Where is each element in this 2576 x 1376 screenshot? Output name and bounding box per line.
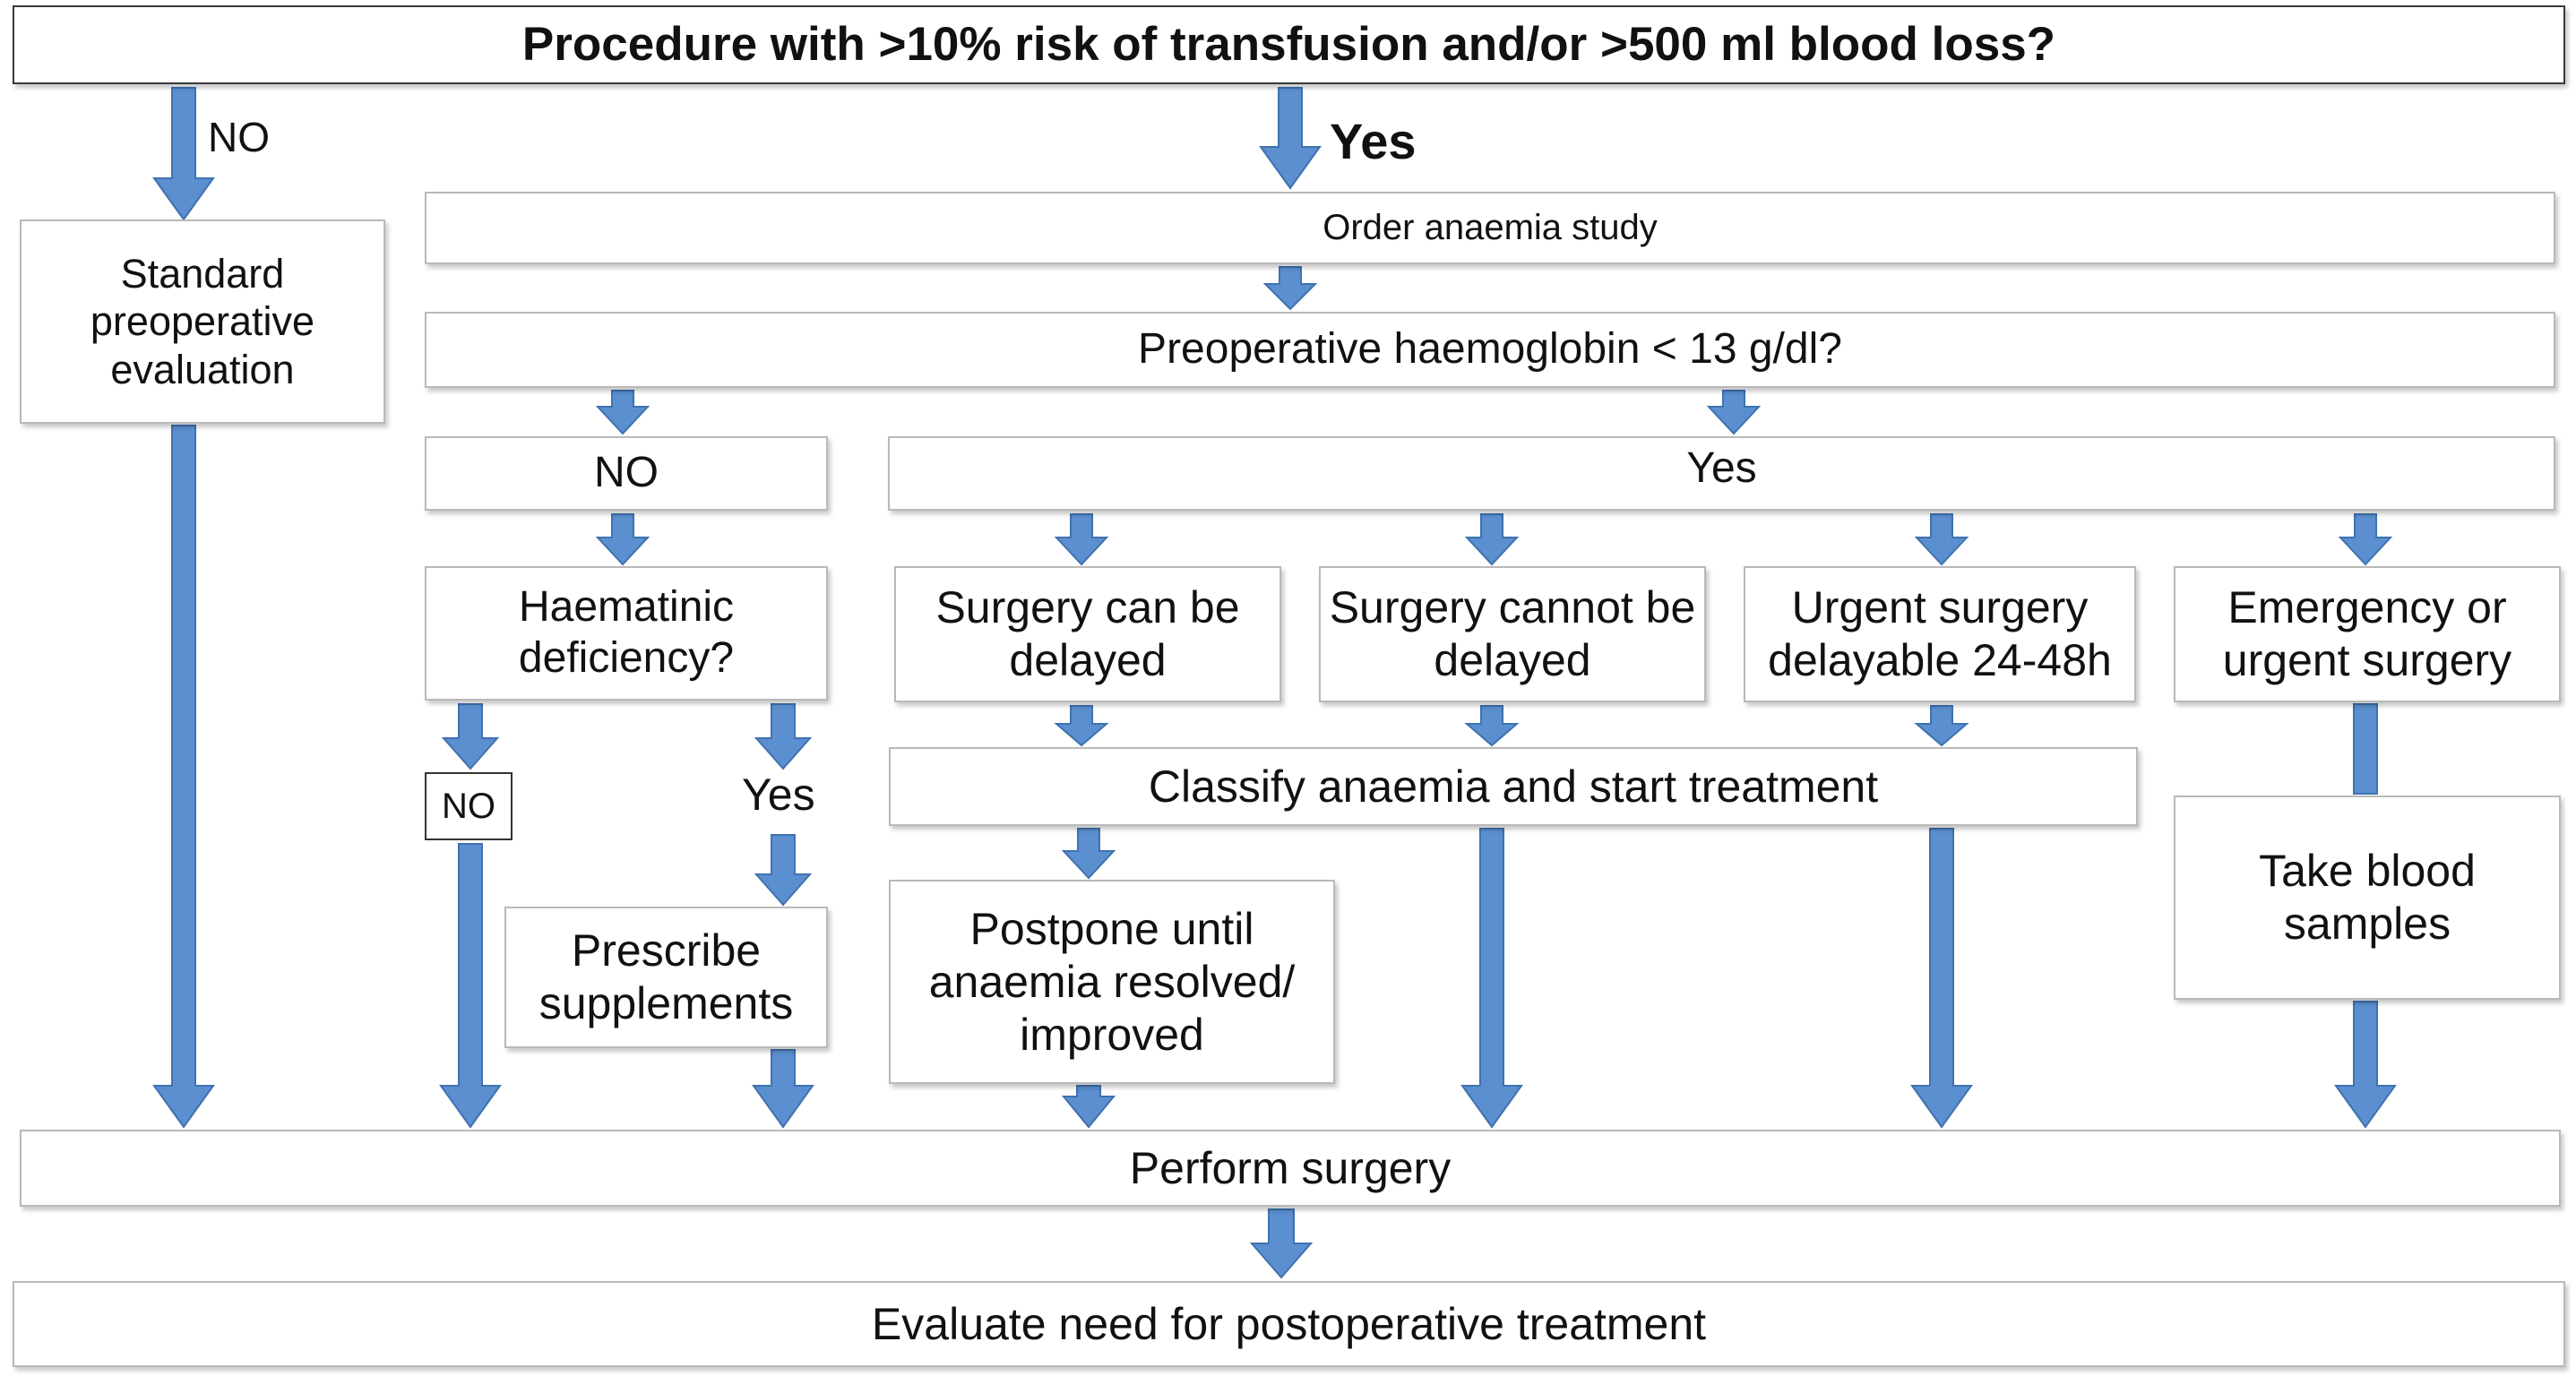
haemoglobin-question-box: Preoperative haemoglobin < 13 g/dl? (425, 312, 2555, 388)
arrow-haematinic-to-yes (754, 703, 813, 770)
arrow-yes-to-supplements (754, 834, 813, 907)
arrow-supplements-to-surgery (752, 1049, 814, 1129)
emergency-surgery-box: Emergency or urgent surgery (2174, 566, 2561, 702)
haematinic-no-box: NO (425, 772, 513, 840)
classify-anaemia-box: Classify anaemia and start treatment (889, 747, 2138, 826)
arrow-yes-to-cannot (1464, 513, 1520, 566)
branch-yes-label: Yes (1330, 113, 1417, 169)
arrow-urgent-to-surgery (1910, 828, 1973, 1129)
arrow-hb-to-no (595, 390, 650, 435)
prescribe-supplements-box: Prescribe supplements (504, 907, 828, 1048)
arrow-order-to-hb (1262, 266, 1318, 311)
haematinic-deficiency-box: Haematinic deficiency? (425, 566, 828, 701)
branch-no-label: NO (208, 114, 270, 160)
arrow-urgent-to-classify (1914, 705, 1969, 747)
arrow-no-to-standard (152, 87, 215, 221)
arrow-delayed-to-classify (1054, 705, 1109, 747)
urgent-surgery-box: Urgent surgery delayable 24-48h (1744, 566, 2136, 702)
haemoglobin-no-box: NO (425, 436, 828, 511)
standard-evaluation-box: Standard preoperative evaluation (20, 219, 385, 424)
arrow-hb-to-yes (1706, 390, 1762, 435)
arrow-yes-to-delayed (1054, 513, 1109, 566)
perform-surgery-box: Perform surgery (20, 1130, 2561, 1207)
arrow-no-to-haematinic (595, 513, 650, 566)
arrow-cannot-to-surgery (1460, 828, 1523, 1129)
arrow-yes-to-emergency (2338, 513, 2393, 566)
surgery-cannot-be-delayed-box: Surgery cannot be delayed (1319, 566, 1706, 702)
haemoglobin-yes-box: Yes (888, 436, 2555, 511)
arrow-yes-to-urgent (1914, 513, 1969, 566)
arrow-postpone-to-surgery (1061, 1085, 1116, 1129)
evaluate-postoperative-box: Evaluate need for postoperative treatmen… (13, 1281, 2565, 1367)
arrow-haematinic-to-no (441, 703, 500, 770)
arrow-surgery-to-evaluate (1249, 1208, 1314, 1279)
haematinic-yes-label: Yes (742, 770, 815, 820)
arrow-no-to-surgery (439, 843, 502, 1129)
surgery-can-be-delayed-box: Surgery can be delayed (894, 566, 1281, 702)
arrow-yes-to-order (1259, 87, 1322, 190)
arrow-standard-to-surgery (152, 425, 215, 1129)
arrow-classify-to-postpone (1061, 828, 1116, 880)
arrow-emergency-to-samples (2353, 703, 2378, 795)
arrow-samples-to-surgery (2334, 1001, 2397, 1129)
transfusion-risk-question: Procedure with >10% risk of transfusion … (13, 5, 2565, 84)
postpone-box: Postpone until anaemia resolved/ improve… (889, 880, 1335, 1084)
order-anaemia-study-box: Order anaemia study (425, 192, 2555, 264)
arrow-cannot-to-classify (1464, 705, 1520, 747)
take-blood-samples-box: Take blood samples (2174, 796, 2561, 1000)
